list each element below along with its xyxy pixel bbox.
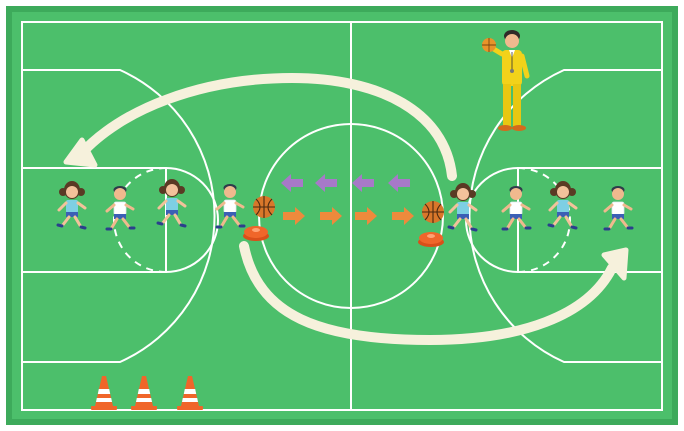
marker-disc-left bbox=[243, 226, 269, 241]
basketball-right bbox=[422, 201, 444, 223]
court-surface bbox=[12, 12, 672, 419]
marker-disc-right bbox=[418, 232, 444, 247]
basketball-left bbox=[253, 196, 275, 218]
